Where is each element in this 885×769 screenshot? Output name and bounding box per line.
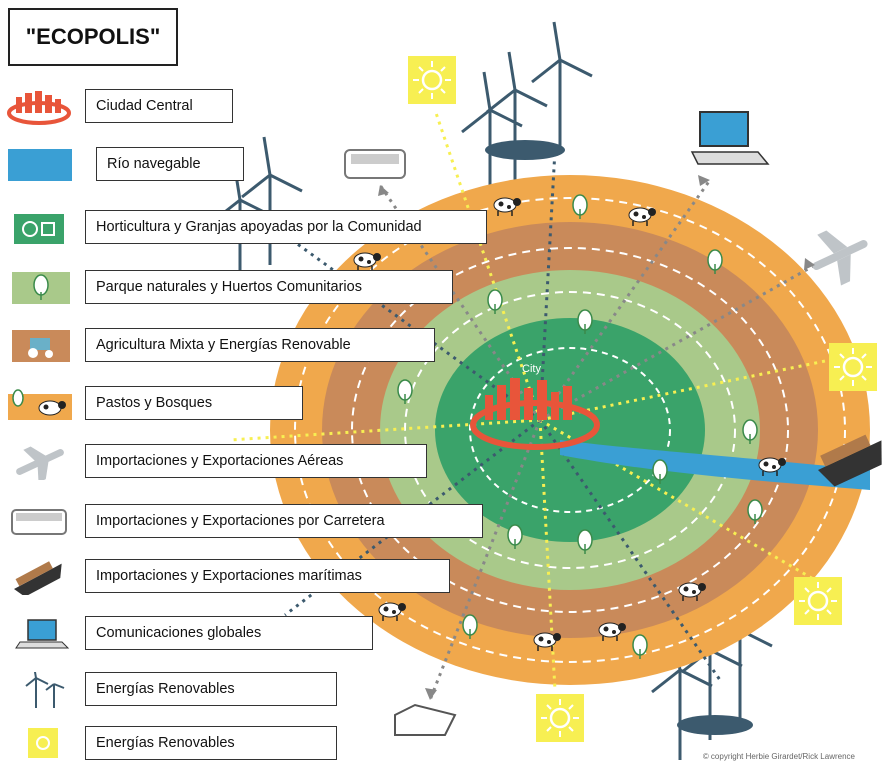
bus-icon xyxy=(344,149,406,179)
legend-label: Energías Renovables xyxy=(85,726,337,760)
legend-label: Río navegable xyxy=(96,147,244,181)
bus-icon xyxy=(11,509,67,535)
ship-icon xyxy=(14,561,62,595)
legend-label: Comunicaciones globales xyxy=(85,616,373,650)
legend-label: Horticultura y Granjas apoyadas por la C… xyxy=(85,210,487,244)
legend-label: Importaciones y Exportaciones por Carret… xyxy=(85,504,483,538)
sun-icon xyxy=(28,728,58,758)
wind-turbines-top xyxy=(460,20,594,202)
legend-item-air-trade: Importaciones y Exportaciones Aéreas xyxy=(0,440,500,484)
legend-item-pastures: Pastos y Bosques xyxy=(0,382,500,426)
export-arrows xyxy=(378,175,815,700)
city-icon xyxy=(7,91,71,125)
legend-item-wind-energy: Energías Renovables xyxy=(0,668,500,712)
page-title: "ECOPOLIS" xyxy=(8,8,178,66)
legend-label: Importaciones y Exportaciones Aéreas xyxy=(85,444,427,478)
copyright-credit: © copyright Herbie Girardet/Rick Lawrenc… xyxy=(702,752,855,761)
legend-label: Energías Renovables xyxy=(85,672,337,706)
legend-item-communications: Comunicaciones globales xyxy=(0,612,500,656)
legend-item-mixed-agriculture: Agricultura Mixta y Energías Renovable xyxy=(0,324,500,368)
ship-icon xyxy=(818,434,882,487)
park-tree-icon xyxy=(12,272,70,304)
sun-icon-right xyxy=(827,341,879,393)
sun-icon-bottom-right xyxy=(792,575,844,627)
legend-label: Agricultura Mixta y Energías Renovable xyxy=(85,328,435,362)
legend-item-river: Río navegable xyxy=(0,143,500,187)
laptop-icon xyxy=(15,619,70,649)
river-swatch xyxy=(8,149,72,181)
tractor-icon xyxy=(12,330,70,362)
city-label: City xyxy=(522,363,541,375)
wind-turbines-bottom-right xyxy=(650,590,774,762)
airplane-icon xyxy=(16,446,64,480)
legend-label: Ciudad Central xyxy=(85,89,233,123)
legend-item-sea-trade: Importaciones y Exportaciones marítimas xyxy=(0,555,500,599)
legend-label: Pastos y Bosques xyxy=(85,386,303,420)
wind-turbine-icon xyxy=(25,672,65,708)
cow-tree-icon xyxy=(8,389,72,420)
airplane-icon xyxy=(812,230,868,286)
legend-item-horticulture: Horticultura y Granjas apoyadas por la C… xyxy=(0,206,500,250)
horticulture-ring xyxy=(435,318,705,542)
legend-item-road-trade: Importaciones y Exportaciones por Carret… xyxy=(0,500,500,544)
horticulture-icon xyxy=(14,214,64,244)
train-icon xyxy=(394,703,457,736)
central-city: City xyxy=(470,363,600,450)
legend-item-solar-energy: Energías Renovables xyxy=(0,722,500,766)
legend-label: Parque naturales y Huertos Comunitarios xyxy=(85,270,453,304)
sun-icon-bottom xyxy=(534,692,586,744)
laptop-icon xyxy=(690,111,770,165)
navigable-river xyxy=(560,440,870,490)
legend-item-central-city: Ciudad Central xyxy=(0,85,500,129)
legend-item-parks: Parque naturales y Huertos Comunitarios xyxy=(0,266,500,310)
legend-label: Importaciones y Exportaciones marítimas xyxy=(85,559,450,593)
